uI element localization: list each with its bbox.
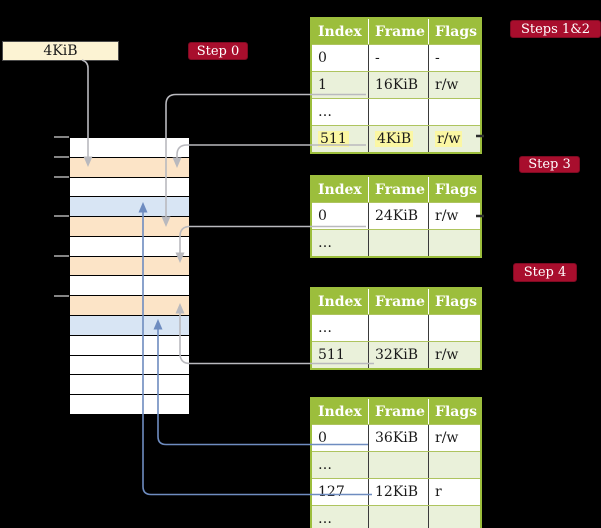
table-row: …	[312, 505, 480, 528]
badge-steps-1-2: Steps 1&2	[510, 20, 601, 38]
memory-tick	[54, 255, 69, 257]
column-header: Flags	[428, 19, 480, 44]
memory-row	[70, 236, 189, 257]
table-row-highlighted: 511 4KiB r/w	[312, 125, 480, 152]
column-header: Index	[318, 23, 362, 40]
memory-row-frame-16kib	[70, 217, 189, 237]
memory-row-frame-4kib	[70, 157, 189, 178]
memory-tick	[54, 176, 69, 178]
column-header: Index	[318, 181, 362, 198]
table-header-row: Index Frame Flags	[312, 289, 480, 314]
table-row: …	[312, 314, 480, 341]
column-header: Index	[318, 293, 362, 310]
memory-tick	[54, 136, 69, 138]
memory-row-frame-36kib	[70, 316, 189, 336]
column-header: Frame	[368, 289, 428, 314]
table-header-row: Index Frame Flags	[312, 19, 480, 44]
table-row: 0 - -	[312, 44, 480, 71]
highlighted-value: 511	[318, 131, 349, 147]
column-header: Flags	[428, 289, 480, 314]
memory-row	[70, 138, 189, 158]
table-row: …	[312, 451, 480, 478]
table-row: 0 24KiB r/w	[312, 202, 480, 229]
badge-step-0: Step 0	[188, 42, 248, 60]
column-header: Flags	[428, 177, 480, 202]
badge-step-3: Step 3	[519, 156, 580, 173]
table-row: …	[312, 98, 480, 125]
badge-step-4: Step 4	[513, 263, 577, 282]
column-header: Frame	[368, 177, 428, 202]
memory-row	[70, 177, 189, 198]
page-table-4: Index Frame Flags 0 36KiB r/w … 127 12Ki…	[310, 397, 482, 528]
memory-row	[70, 276, 189, 297]
table-row: 127 12KiB r	[312, 478, 480, 505]
memory-row-frame-32kib	[70, 296, 189, 317]
table-row: 0 36KiB r/w	[312, 424, 480, 451]
memory-tick	[54, 295, 69, 297]
table-row: 511 32KiB r/w	[312, 341, 480, 368]
page-table-1: Index Frame Flags 0 - - 1 16KiB r/w … 51…	[310, 17, 482, 154]
frame-size-label: 4KiB	[43, 43, 78, 59]
memory-column	[69, 137, 190, 415]
memory-row	[70, 395, 189, 414]
column-header: Index	[318, 403, 362, 420]
frame-size-box: 4KiB	[2, 41, 119, 61]
memory-row	[70, 375, 189, 396]
highlighted-value: 4KiB	[375, 131, 414, 147]
column-header: Frame	[368, 19, 428, 44]
table-row: …	[312, 229, 480, 256]
memory-row-frame-12kib	[70, 197, 189, 218]
column-header: Frame	[368, 399, 428, 424]
memory-row	[70, 355, 189, 376]
memory-tick	[54, 215, 69, 217]
table-header-row: Index Frame Flags	[312, 177, 480, 202]
memory-row	[70, 335, 189, 356]
memory-row-frame-24kib	[70, 256, 189, 277]
highlighted-value: r/w	[435, 131, 463, 147]
page-table-3: Index Frame Flags … 511 32KiB r/w	[310, 287, 482, 370]
table-header-row: Index Frame Flags	[312, 399, 480, 424]
memory-tick	[54, 156, 69, 158]
table-row: 1 16KiB r/w	[312, 71, 480, 98]
column-header: Flags	[428, 399, 480, 424]
page-table-2: Index Frame Flags 0 24KiB r/w …	[310, 175, 482, 258]
